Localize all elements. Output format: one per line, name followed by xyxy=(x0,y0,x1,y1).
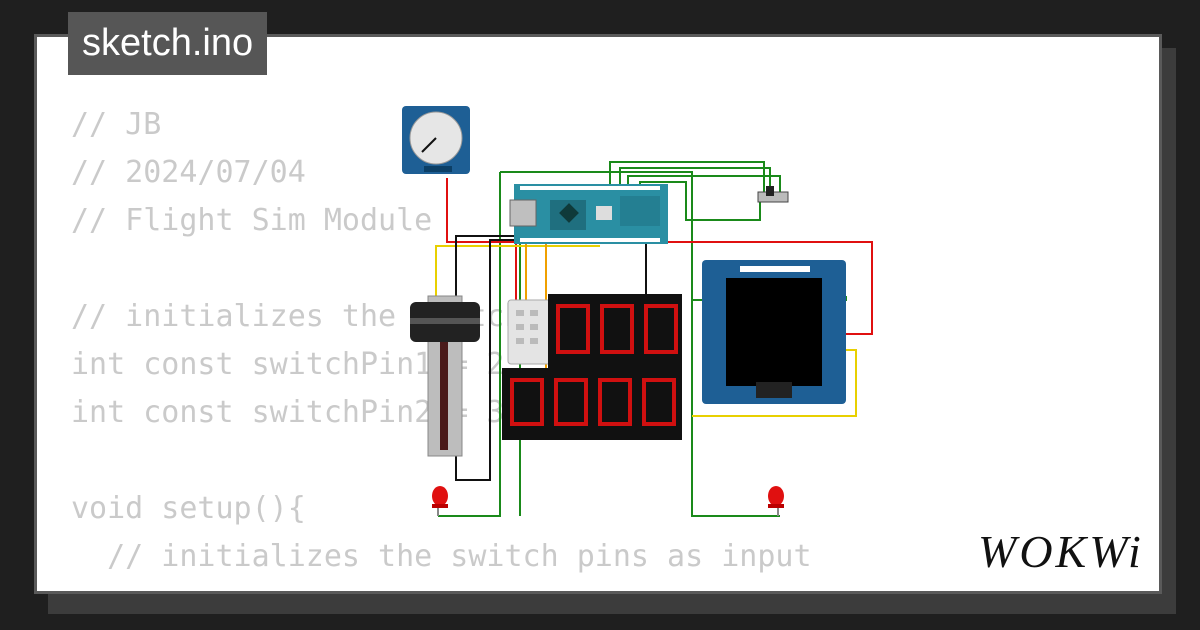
code-preview: // JB // 2024/07/04 // Flight Sim Module //… xyxy=(71,101,812,591)
wire xyxy=(692,349,857,417)
wires-green xyxy=(438,161,847,517)
code-line: // Flight Sim Module xyxy=(71,203,433,238)
red-led-right[interactable] xyxy=(768,486,784,516)
wire xyxy=(609,161,765,196)
wire xyxy=(639,181,761,221)
wire xyxy=(619,167,771,198)
potentiometer[interactable] xyxy=(402,106,470,174)
wire xyxy=(446,178,873,335)
code-line: // JB xyxy=(71,107,162,142)
slide-potentiometer[interactable] xyxy=(410,295,480,457)
slide-switch[interactable] xyxy=(757,186,789,203)
wire xyxy=(435,245,600,300)
oled-display[interactable] xyxy=(702,260,846,404)
code-line: // initializes the switch pins as input xyxy=(71,539,812,574)
dht22-sensor[interactable] xyxy=(507,299,553,365)
wires-red xyxy=(446,178,873,335)
code-line: void setup(){ xyxy=(71,491,306,526)
arduino-nano[interactable] xyxy=(509,184,668,244)
wire xyxy=(627,175,781,196)
seven-segment-display-bottom[interactable] xyxy=(502,368,682,440)
wokwi-logo: WOKWi xyxy=(978,526,1144,577)
code-line: pinMode(switchPin1, INPUT_PULLUP); xyxy=(71,581,812,591)
wire xyxy=(438,172,501,517)
seven-segment-display-top[interactable] xyxy=(548,294,682,368)
wire xyxy=(455,239,514,481)
code-line: // 2024/07/04 xyxy=(71,155,306,190)
file-tab[interactable]: sketch.ino xyxy=(68,12,268,75)
wire xyxy=(500,171,780,517)
red-led-left[interactable] xyxy=(432,486,448,516)
